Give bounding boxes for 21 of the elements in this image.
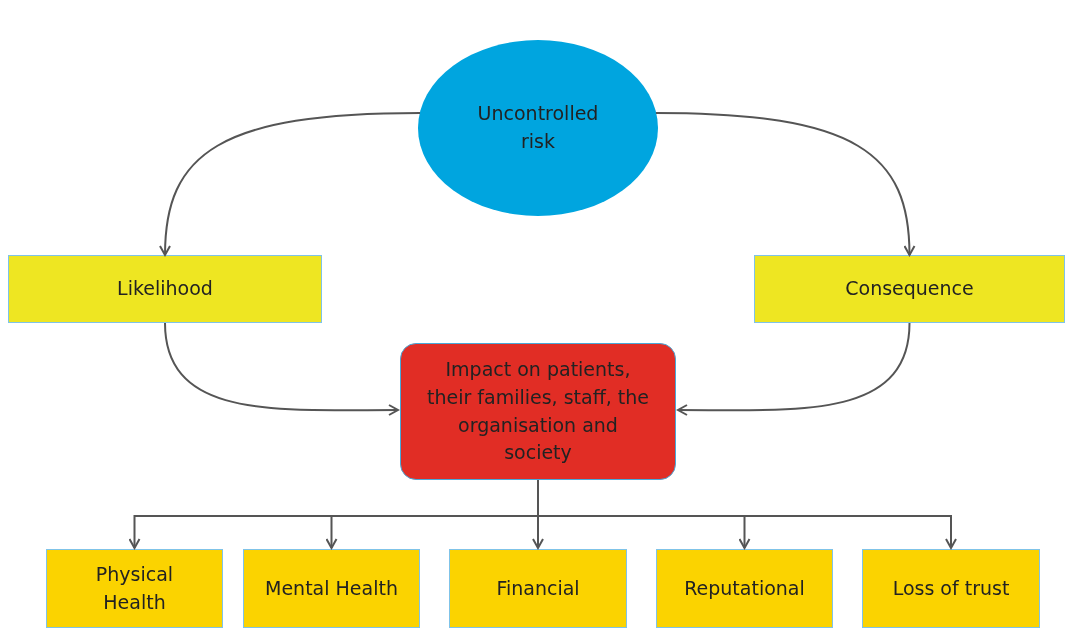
arrow [655,112,916,256]
process-box [8,255,322,323]
arrow [159,112,421,256]
node-label: Financial [496,575,580,601]
impact-box [400,343,676,480]
arrow [677,322,911,417]
process-box [656,549,833,628]
node-label: Likelihood [117,276,213,302]
process-box [862,549,1040,628]
node-label: Loss of trust [892,575,1010,601]
process-box [46,549,223,628]
node-label: Reputational [684,575,805,601]
node-label: Mental Health [265,575,398,601]
node-label: Impact on patients, their families, staff, the organisation and society [427,357,649,466]
process-box [754,255,1065,323]
process-box [243,549,420,628]
arrow [164,322,399,417]
process-box [449,549,627,628]
node-label: Physical Health [94,561,175,615]
node-label: Uncontrolled risk [476,101,600,154]
node-label: Consequence [845,276,974,302]
